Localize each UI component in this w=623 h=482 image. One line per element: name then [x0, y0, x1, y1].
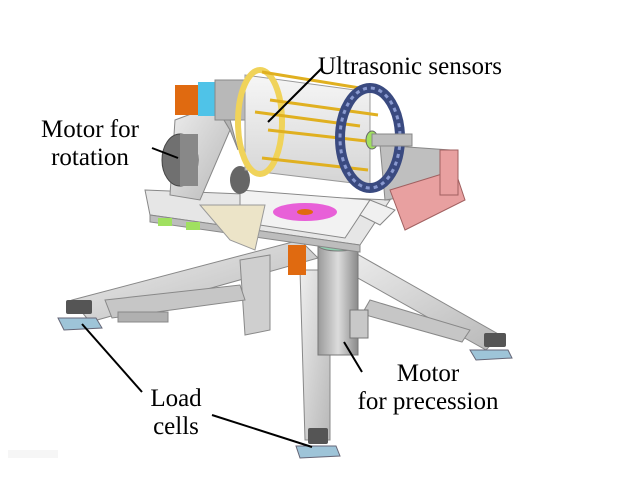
leader-load-left — [81, 323, 143, 393]
leader-lines — [81, 67, 363, 448]
foot-left — [57, 300, 103, 331]
label-load-cells-line1: Load — [150, 385, 202, 412]
rotation-motor — [161, 133, 250, 194]
label-motor-for-rotation-line1: Motor for — [41, 116, 139, 143]
rotating-drum — [175, 67, 413, 193]
leader-load-front — [211, 414, 313, 448]
load-cell-feet — [57, 300, 513, 459]
precession-motor — [288, 238, 369, 356]
label-load-cells-line2: cells — [153, 413, 199, 440]
label-motor-for-precession-line2: for precession — [357, 388, 499, 415]
label-motor-for-precession: Motor for precession — [342, 360, 514, 416]
foot-front — [295, 428, 341, 459]
label-ultrasonic-sensors: Ultrasonic sensors — [318, 53, 502, 80]
leader-ultrasonic — [267, 67, 323, 123]
leader-motor-rotation — [151, 147, 179, 159]
faint-mark — [8, 450, 58, 458]
label-motor-for-rotation-line2: rotation — [51, 144, 129, 171]
platform — [144, 189, 396, 253]
leader-motor-precession — [343, 341, 363, 373]
pink-bracket — [389, 149, 466, 231]
label-motor-for-precession-line1: Motor — [396, 360, 460, 387]
foot-right — [469, 333, 513, 361]
label-load-cells: Load cells — [130, 385, 222, 441]
tripod-base — [71, 239, 501, 441]
label-motor-for-rotation: Motor for rotation — [28, 116, 152, 172]
